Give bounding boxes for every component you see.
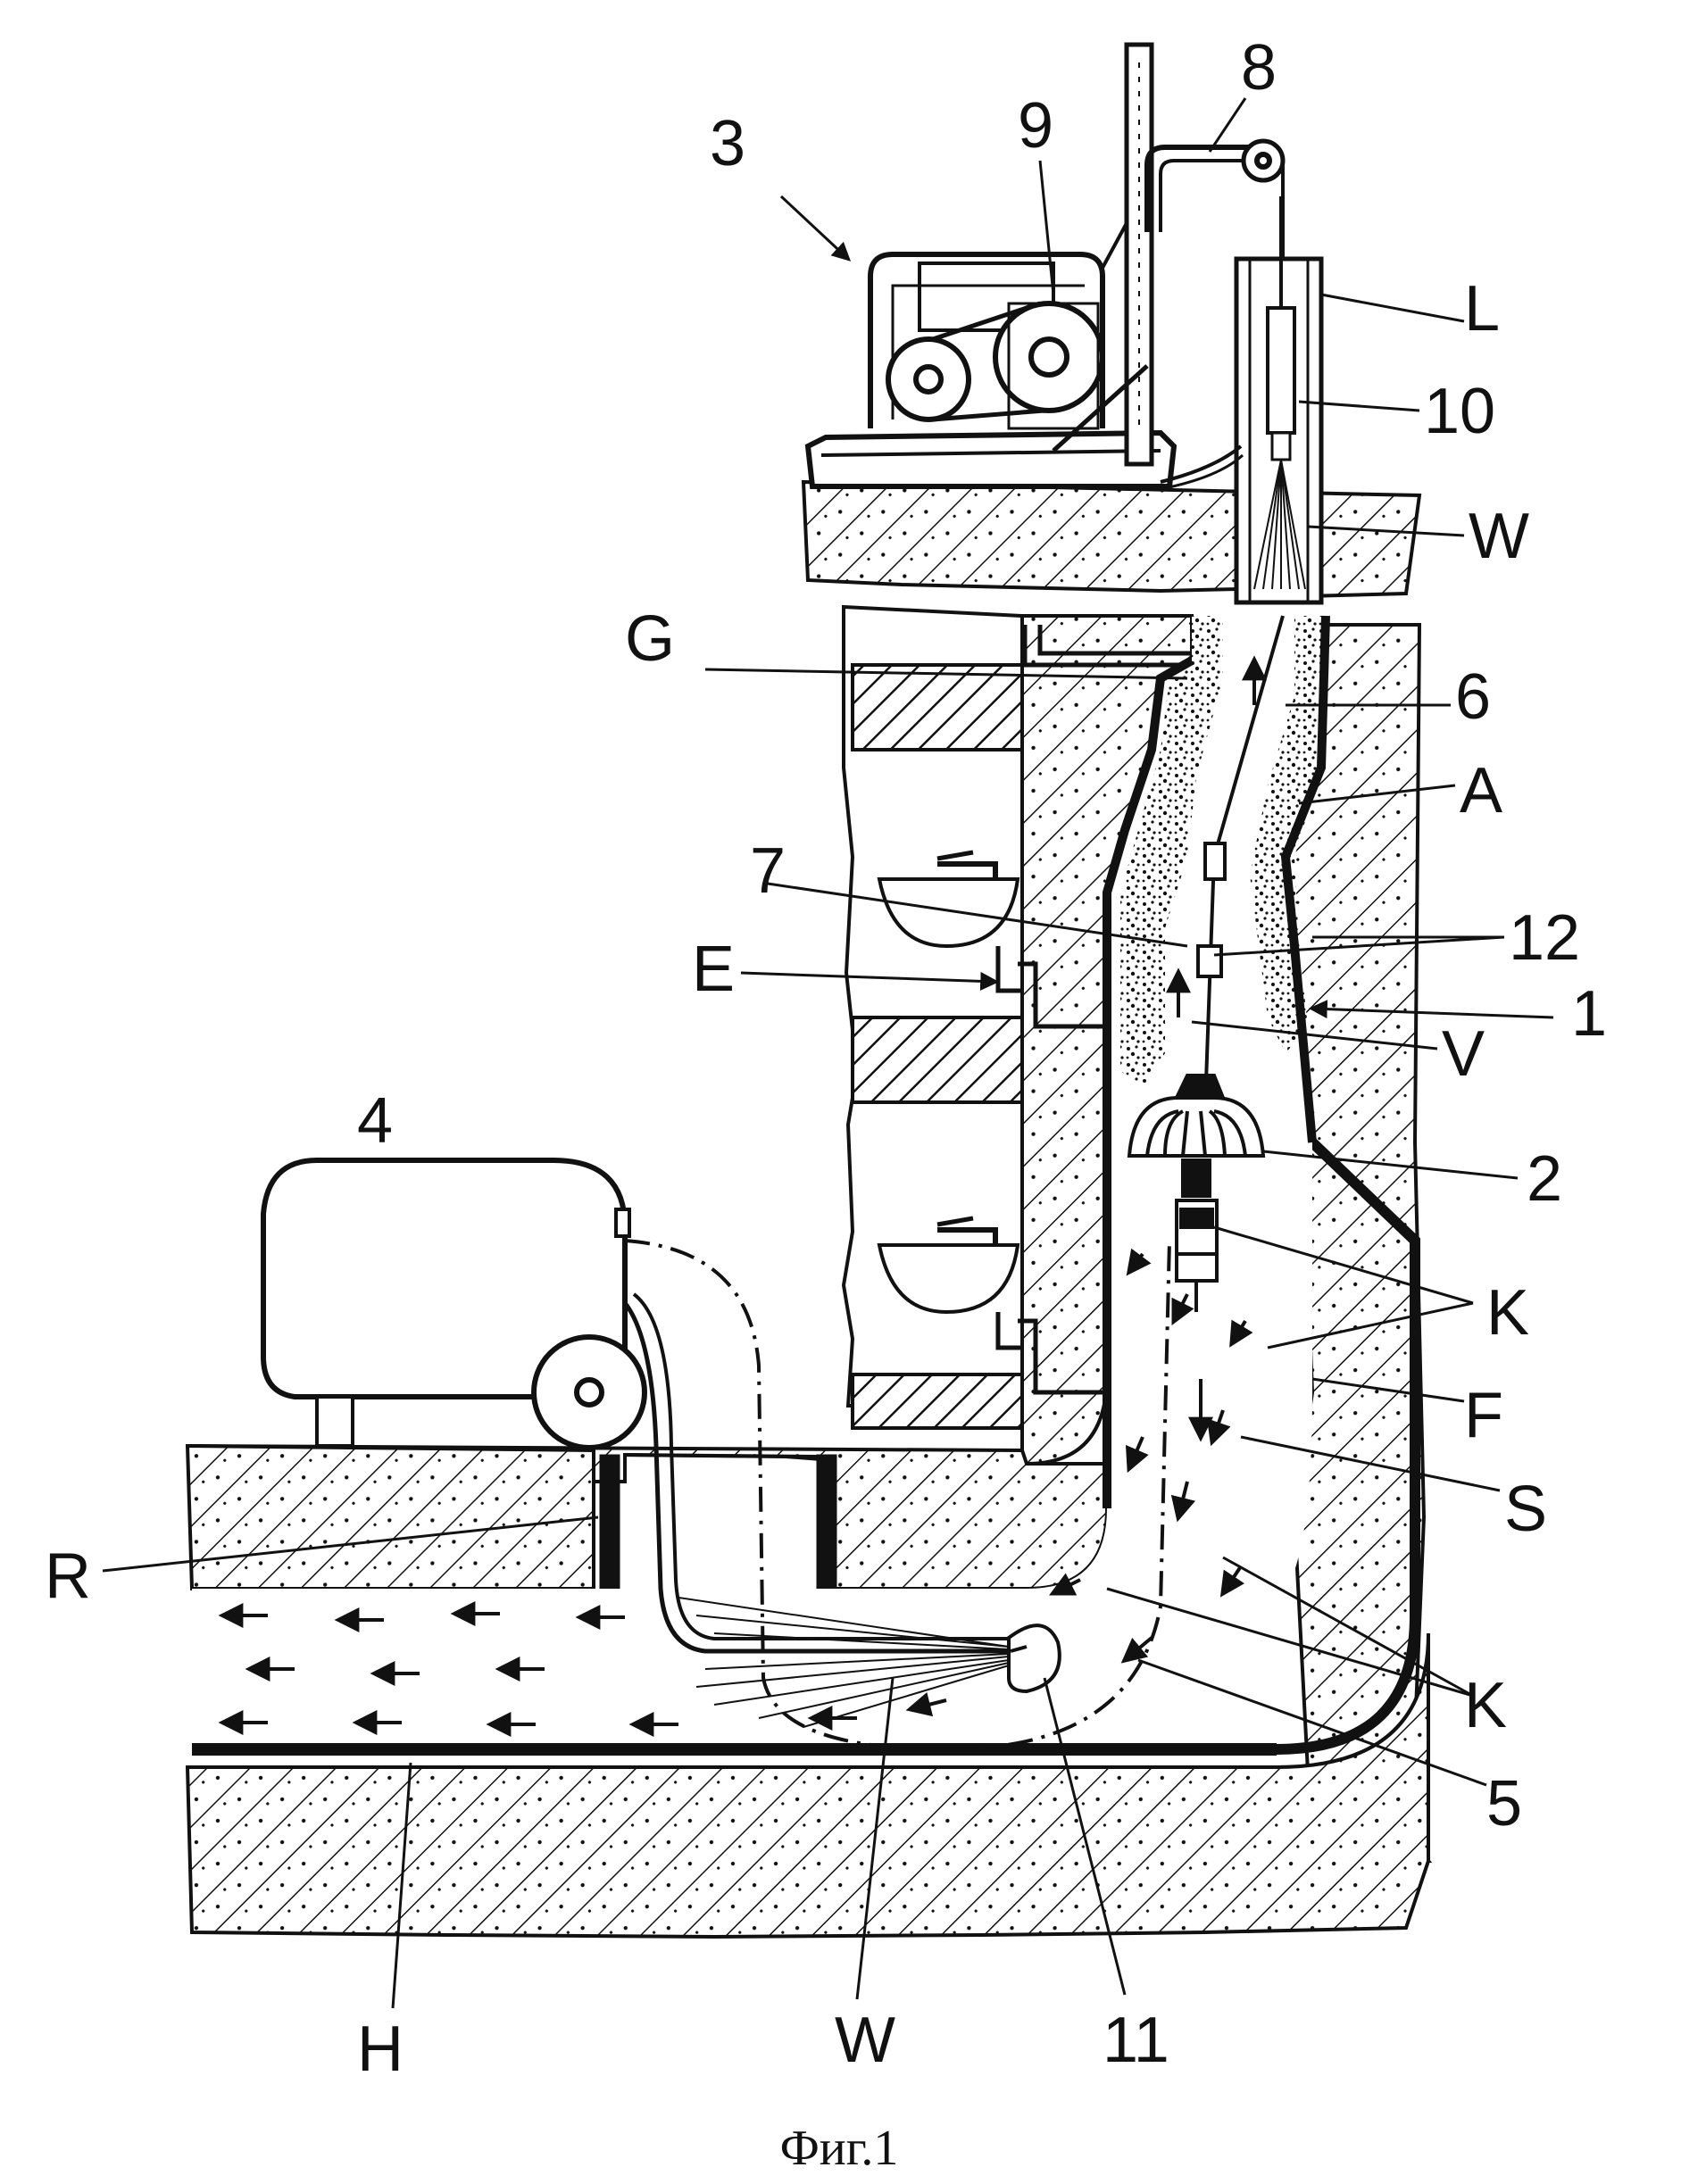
pressure-unit-4 xyxy=(263,1160,645,1448)
label-L: L xyxy=(1464,273,1500,345)
label-K-upper: K xyxy=(1486,1277,1529,1349)
label-2: 2 xyxy=(1527,1143,1562,1215)
label-12: 12 xyxy=(1509,902,1580,974)
label-3: 3 xyxy=(710,108,745,179)
label-6: 6 xyxy=(1455,661,1491,733)
label-G: G xyxy=(625,603,675,675)
label-E: E xyxy=(692,934,735,1005)
label-9: 9 xyxy=(1018,90,1053,162)
label-5: 5 xyxy=(1486,1768,1522,1839)
label-A: A xyxy=(1460,755,1502,826)
label-K-lower: K xyxy=(1464,1670,1507,1741)
label-W-bottom: W xyxy=(835,2005,895,2076)
label-8: 8 xyxy=(1241,32,1277,104)
label-H: H xyxy=(357,2014,404,2085)
label-W-top: W xyxy=(1469,501,1529,572)
label-F: F xyxy=(1464,1380,1503,1451)
label-10: 10 xyxy=(1424,376,1495,447)
label-1: 1 xyxy=(1571,978,1607,1050)
label-11: 11 xyxy=(1103,2005,1169,2076)
figure-caption: Фиг.1 xyxy=(780,2121,899,2176)
riser-openings xyxy=(600,1455,836,1589)
label-4: 4 xyxy=(357,1085,393,1157)
label-R: R xyxy=(45,1540,91,1612)
label-7: 7 xyxy=(750,835,786,907)
surface-ground-slab xyxy=(803,482,1419,598)
label-S: S xyxy=(1504,1474,1547,1545)
label-V: V xyxy=(1442,1018,1485,1090)
